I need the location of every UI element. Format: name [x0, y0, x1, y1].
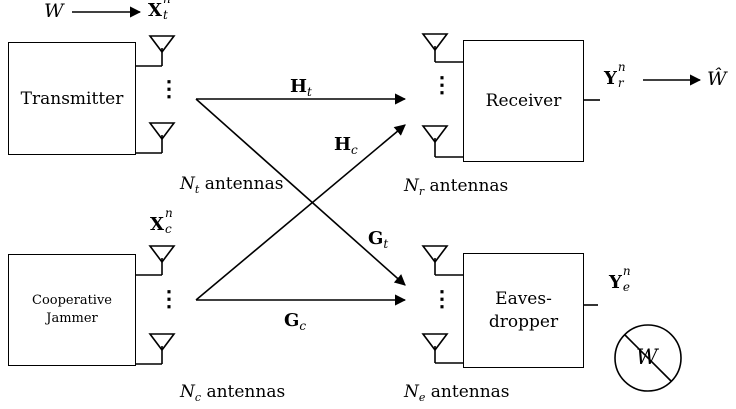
forbidden-message-label: W [636, 345, 658, 369]
forbidden-circle [614, 324, 682, 392]
transmitter-antenna-count: Nt antennas [180, 174, 284, 196]
jammer-dots: ⋮ [158, 286, 180, 312]
receiver-antenna-top [421, 33, 463, 63]
receiver-antenna-bottom [421, 125, 463, 158]
channel-gt-arrow [195, 98, 406, 286]
jammer-antenna-count: Nc antennas [180, 382, 286, 404]
transmitter-antenna-top [136, 35, 176, 67]
transmitter-label: Transmitter [20, 88, 124, 109]
source-label: W [44, 0, 64, 22]
forbidden-slash [624, 334, 672, 382]
receiver-estimate: Ŵ [707, 68, 727, 90]
eavesdropper-label-line1: Eaves- [495, 288, 552, 309]
eavesdropper-box: Eaves- dropper [463, 253, 584, 368]
transmitter-signal: Xnt [148, 0, 171, 22]
channel-gc-label: Gc [284, 310, 307, 333]
eavesdropper-antenna-bottom [421, 333, 463, 364]
channel-gt-label: Gt [368, 228, 389, 251]
receiver-label: Receiver [485, 91, 562, 111]
eavesdropper-antenna-count: Ne antennas [404, 382, 510, 404]
transmitter-dots: ⋮ [158, 76, 180, 102]
jammer-label-line1: Cooperative [32, 293, 112, 309]
channel-ht-label: Ht [290, 76, 312, 99]
jammer-box: Cooperative Jammer [8, 254, 136, 366]
transmitter-antenna-bottom [136, 122, 176, 154]
eavesdropper-antenna-top [421, 245, 463, 276]
jammer-label-line2: Jammer [46, 311, 98, 326]
eavesdropper-dots: ⋮ [431, 286, 453, 312]
jammer-antenna-top [136, 245, 176, 276]
channel-hc-arrow [195, 124, 406, 301]
transmitter-box: Transmitter [8, 42, 136, 155]
channel-hc-label: Hc [334, 134, 358, 157]
receiver-dots: ⋮ [431, 72, 453, 98]
eavesdropper-label-line2: dropper [488, 311, 559, 332]
jammer-antenna-bottom [136, 333, 176, 365]
receiver-antenna-count: Nr antennas [404, 176, 509, 198]
receiver-box: Receiver [463, 40, 584, 162]
